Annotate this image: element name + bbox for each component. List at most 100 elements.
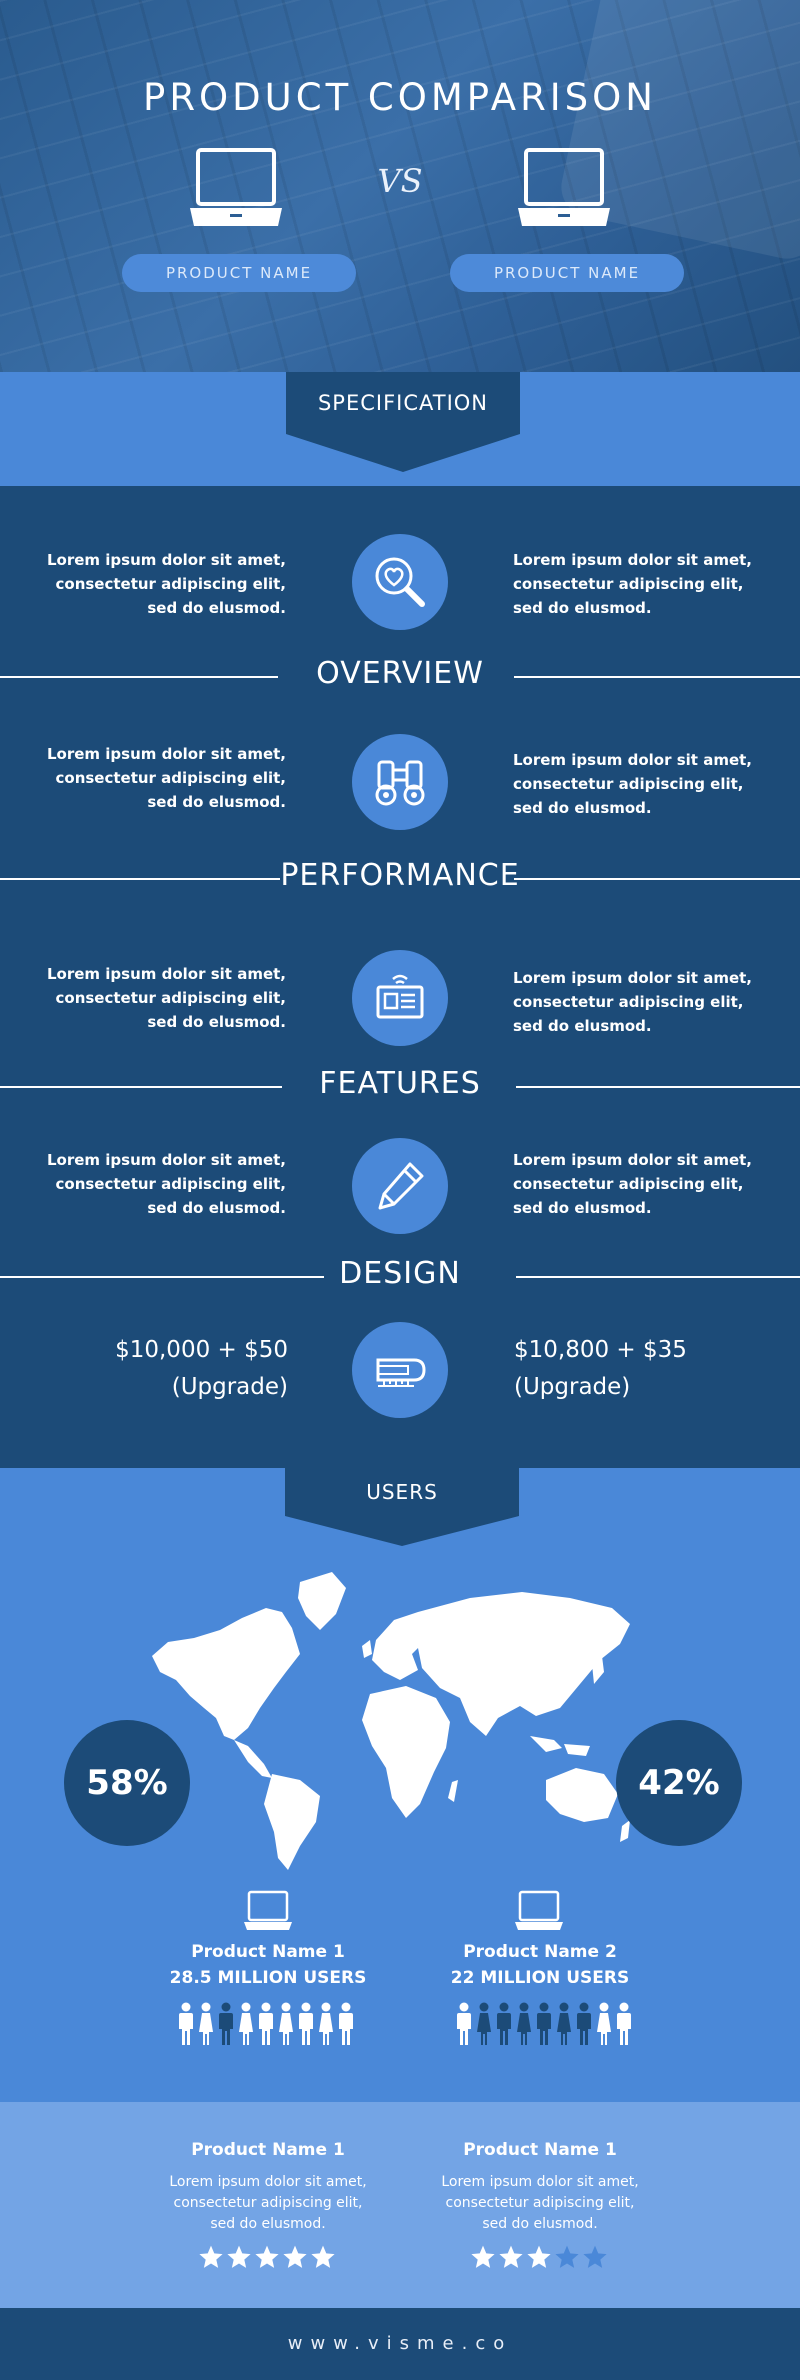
price-left: $10,000 + $50 (Upgrade) [60, 1332, 288, 1406]
price-right: $10,800 + $35 (Upgrade) [514, 1332, 754, 1406]
person-icon [219, 2002, 233, 2045]
review-text-right-line-2: consectetur adipiscing elit, [445, 2195, 635, 2211]
features-right-text: Lorem ipsum dolor sit amet, consectetur … [513, 969, 752, 1035]
overview-left-text: Lorem ipsum dolor sit amet, consectetur … [47, 551, 286, 617]
users-count-right: 22 MILLION USERS [450, 1968, 630, 1988]
design-icon-circle [352, 1138, 448, 1234]
features-heading: FEATURES [319, 1066, 481, 1101]
review-text-right: Lorem ipsum dolor sit amet, consectetur … [415, 2172, 665, 2235]
hero-banner: PRODUCT COMPARISON VS PRODUCT NAME PRODU… [0, 0, 800, 372]
magnifier-heart-icon [375, 557, 425, 607]
review-product-name-right: Product Name 1 [463, 2140, 617, 2160]
price-right-amount: $10,800 + $35 [514, 1337, 687, 1363]
person-icon [577, 2002, 591, 2045]
overview-icon-circle [352, 534, 448, 630]
product-name-button-right[interactable]: PRODUCT NAME [450, 254, 684, 292]
performance-left-text: Lorem ipsum dolor sit amet, consectetur … [47, 745, 286, 811]
person-icon [517, 2002, 531, 2045]
person-icon [597, 2002, 611, 2045]
laptop-icon-users-left [244, 1890, 292, 1930]
laptop-icon-right [518, 148, 610, 226]
person-icon [339, 2002, 353, 2045]
design-divider-left [0, 1276, 324, 1278]
overview-divider-right [514, 676, 800, 678]
specification-tab-arrow [286, 434, 520, 472]
person-icon [279, 2002, 293, 2045]
users-section: USERS 58% 42% [0, 1468, 800, 2102]
performance-divider-left [0, 878, 280, 880]
person-icon [299, 2002, 313, 2045]
specification-section: Lorem ipsum dolor sit amet, consectetur … [0, 486, 800, 1468]
star-icon [555, 2245, 579, 2268]
star-icon [583, 2245, 607, 2268]
star-icon [255, 2245, 279, 2268]
overview-divider-left [0, 676, 278, 678]
world-map [152, 1572, 630, 1870]
review-text-right-line-3: sed do elusmod. [482, 2216, 598, 2232]
design-right-text: Lorem ipsum dolor sit amet, consectetur … [513, 1151, 752, 1217]
features-divider-left [0, 1086, 282, 1088]
star-icon [499, 2245, 523, 2268]
person-icon [557, 2002, 571, 2045]
person-icon [319, 2002, 333, 2045]
review-text-left-line-3: sed do elusmod. [210, 2216, 326, 2232]
performance-divider-right [514, 878, 800, 880]
person-icon [259, 2002, 273, 2045]
person-icon [497, 2002, 511, 2045]
footer: www.visme.co [0, 2308, 800, 2380]
review-text-left-line-1: Lorem ipsum dolor sit amet, [169, 2174, 367, 2190]
percent-circle-right: 42% [616, 1720, 742, 1846]
features-left-text: Lorem ipsum dolor sit amet, consectetur … [47, 965, 286, 1031]
price-left-amount: $10,000 + $50 [115, 1337, 288, 1363]
features-divider-right [516, 1086, 800, 1088]
binoculars-icon [375, 760, 425, 806]
performance-right-text: Lorem ipsum dolor sit amet, consectetur … [513, 751, 752, 817]
price-right-note: (Upgrade) [514, 1374, 631, 1400]
footer-url-link[interactable]: www.visme.co [287, 2333, 513, 2354]
pencil-icon [378, 1162, 424, 1210]
laptop-icon-users-right [515, 1890, 563, 1930]
design-heading: DESIGN [339, 1256, 461, 1291]
person-icon [537, 2002, 551, 2045]
product-name-button-left[interactable]: PRODUCT NAME [122, 254, 356, 292]
laptop-icon-left [190, 148, 282, 226]
star-icon [527, 2245, 551, 2268]
overview-right-text: Lorem ipsum dolor sit amet, consectetur … [513, 551, 752, 617]
design-divider-right [516, 1276, 800, 1278]
vs-label: VS [377, 162, 423, 200]
review-text-right-line-1: Lorem ipsum dolor sit amet, [441, 2174, 639, 2190]
review-text-left-line-2: consectetur adipiscing elit, [173, 2195, 363, 2211]
wireless-screen-icon [376, 974, 424, 1019]
features-icon-circle [352, 950, 448, 1046]
people-icons-left [178, 2002, 358, 2046]
users-tab-arrow [285, 1516, 519, 1546]
page-title: PRODUCT COMPARISON [143, 76, 657, 119]
price-icon-circle [352, 1322, 448, 1418]
person-icon [239, 2002, 253, 2045]
review-product-name-left: Product Name 1 [191, 2140, 345, 2160]
users-count-left: 28.5 MILLION USERS [169, 1968, 367, 1988]
star-icon [471, 2245, 495, 2268]
reviews-section: Product Name 1 Lorem ipsum dolor sit ame… [0, 2102, 800, 2308]
price-left-note: (Upgrade) [171, 1374, 288, 1400]
star-icon [311, 2245, 335, 2268]
person-icon [199, 2002, 213, 2045]
percent-circle-left: 58% [64, 1720, 190, 1846]
star-rating-left [143, 2244, 393, 2274]
star-rating-right [415, 2244, 665, 2274]
person-icon [179, 2002, 193, 2045]
users-product-name-left: Product Name 1 [191, 1942, 345, 1962]
specification-title: SPECIFICATION [286, 372, 520, 434]
review-text-left: Lorem ipsum dolor sit amet, consectetur … [143, 2172, 393, 2235]
star-icon [199, 2245, 223, 2268]
users-title: USERS [285, 1468, 519, 1516]
hero-background-texture [0, 0, 800, 372]
star-icon [227, 2245, 251, 2268]
person-icon [617, 2002, 631, 2045]
performance-icon-circle [352, 734, 448, 830]
users-product-name-right: Product Name 2 [463, 1942, 617, 1962]
tape-measure-icon [376, 1358, 426, 1387]
person-icon [477, 2002, 491, 2045]
performance-heading: PERFORMANCE [280, 858, 520, 893]
star-icon [283, 2245, 307, 2268]
